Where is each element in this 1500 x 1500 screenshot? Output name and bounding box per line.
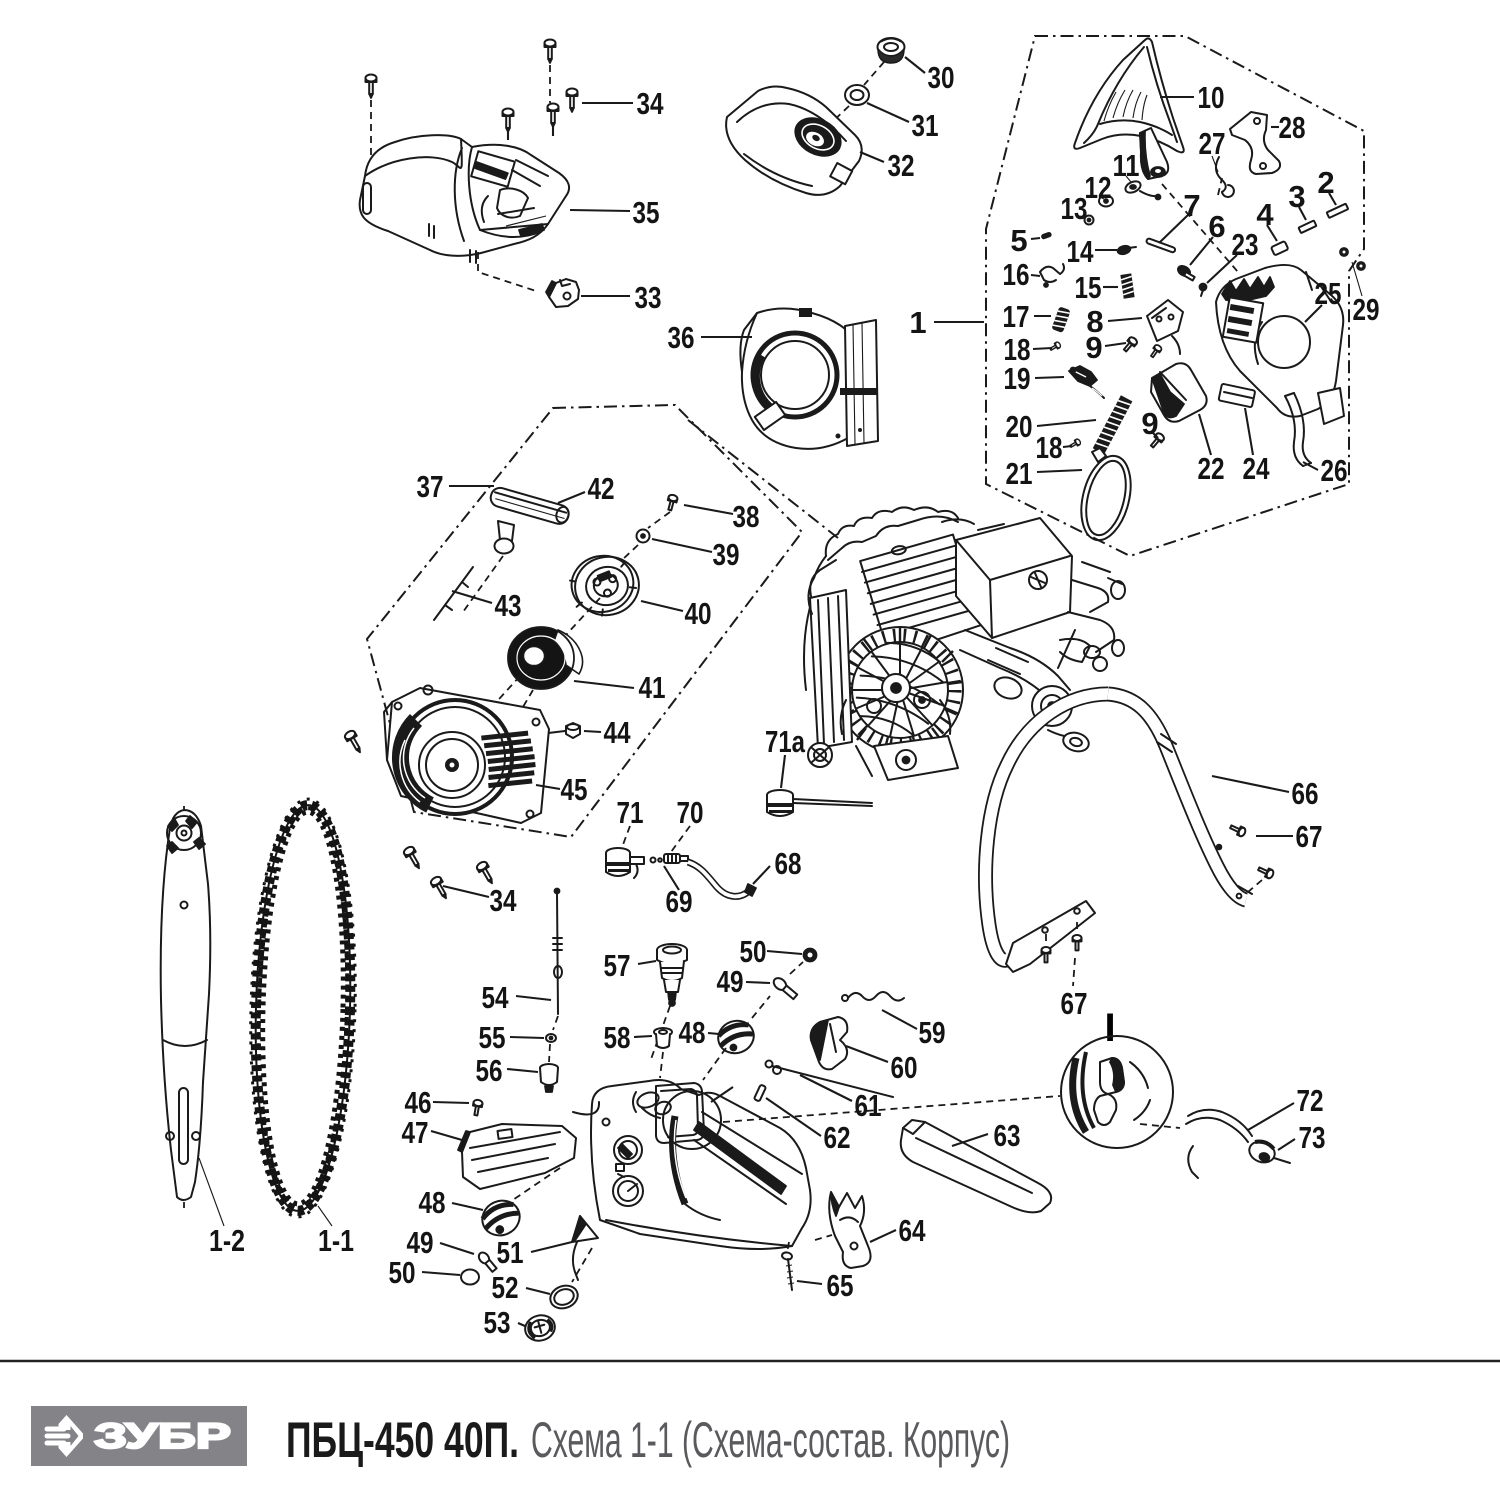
svg-text:52: 52 [492,1270,519,1305]
svg-text:5: 5 [1010,223,1027,258]
svg-text:1-1: 1-1 [318,1223,354,1258]
svg-text:56: 56 [476,1053,503,1088]
svg-text:73: 73 [1299,1120,1326,1155]
svg-text:71: 71 [617,795,644,830]
svg-text:33: 33 [635,280,662,315]
svg-text:9: 9 [1141,406,1158,441]
svg-text:34: 34 [490,883,518,918]
svg-text:41: 41 [639,670,666,705]
svg-text:25: 25 [1315,276,1342,311]
svg-text:49: 49 [717,964,744,999]
svg-text:61: 61 [855,1088,882,1123]
svg-text:60: 60 [891,1050,918,1085]
svg-text:11: 11 [1113,148,1140,183]
svg-text:37: 37 [417,469,444,504]
svg-text:70: 70 [677,795,704,830]
svg-text:10: 10 [1198,80,1225,115]
svg-text:48: 48 [419,1185,446,1220]
svg-text:21: 21 [1006,456,1033,491]
svg-text:40: 40 [685,596,712,631]
svg-text:19: 19 [1004,361,1031,396]
svg-text:29: 29 [1353,292,1380,327]
svg-text:30: 30 [928,60,955,95]
svg-text:3: 3 [1288,179,1305,214]
svg-text:50: 50 [389,1255,416,1290]
svg-text:15: 15 [1075,270,1102,305]
svg-text:35: 35 [633,195,660,230]
svg-text:23: 23 [1232,227,1259,262]
svg-text:27: 27 [1199,126,1226,161]
svg-text:59: 59 [919,1015,946,1050]
svg-text:58: 58 [604,1020,631,1055]
svg-text:Схема 1-1 (Схема-состав. Корпу: Схема 1-1 (Схема-состав. Корпус) [531,1412,1010,1468]
svg-text:1: 1 [909,305,926,340]
svg-text:34: 34 [637,86,665,121]
svg-text:ЗУБР: ЗУБР [94,1417,231,1456]
svg-text:62: 62 [824,1120,851,1155]
svg-text:48: 48 [679,1015,706,1050]
svg-text:57: 57 [604,948,631,983]
svg-text:32: 32 [888,148,915,183]
svg-text:50: 50 [740,934,767,969]
svg-text:65: 65 [827,1268,854,1303]
svg-text:51: 51 [497,1235,524,1270]
svg-text:72: 72 [1297,1083,1324,1118]
svg-text:2: 2 [1317,165,1334,200]
svg-text:49: 49 [407,1225,434,1260]
svg-text:13: 13 [1061,191,1088,226]
svg-text:43: 43 [495,588,522,623]
svg-text:26: 26 [1321,453,1348,488]
svg-text:44: 44 [604,715,632,750]
svg-text:45: 45 [561,772,588,807]
svg-text:46: 46 [405,1085,432,1120]
svg-text:55: 55 [479,1020,506,1055]
svg-text:64: 64 [899,1213,927,1248]
svg-text:I: I [1104,1006,1115,1050]
svg-text:7: 7 [1183,188,1200,223]
svg-text:67: 67 [1296,819,1323,854]
svg-text:39: 39 [713,537,740,572]
svg-text:36: 36 [668,320,695,355]
svg-text:8: 8 [1086,304,1103,339]
svg-text:42: 42 [588,471,615,506]
svg-text:68: 68 [775,846,802,881]
svg-text:38: 38 [733,499,760,534]
svg-text:71a: 71a [765,724,806,759]
svg-text:66: 66 [1292,776,1319,811]
svg-text:ПБЦ-450 40П.: ПБЦ-450 40П. [286,1412,519,1468]
svg-text:9: 9 [1085,330,1102,365]
svg-text:47: 47 [402,1115,429,1150]
svg-text:53: 53 [484,1305,511,1340]
svg-text:20: 20 [1006,409,1033,444]
svg-text:14: 14 [1067,234,1095,269]
svg-text:4: 4 [1256,197,1274,232]
svg-text:18: 18 [1004,332,1031,367]
svg-text:22: 22 [1198,451,1225,486]
svg-text:24: 24 [1243,451,1271,486]
svg-text:16: 16 [1003,257,1030,292]
svg-text:6: 6 [1208,209,1225,244]
svg-text:31: 31 [912,108,939,143]
svg-text:67: 67 [1061,986,1088,1021]
svg-text:28: 28 [1279,110,1306,145]
svg-text:1-2: 1-2 [209,1223,245,1258]
svg-text:12: 12 [1085,170,1112,205]
svg-text:63: 63 [994,1118,1021,1153]
svg-text:18: 18 [1036,430,1063,465]
svg-text:54: 54 [482,980,510,1015]
svg-text:17: 17 [1003,299,1030,334]
svg-text:69: 69 [666,884,693,919]
